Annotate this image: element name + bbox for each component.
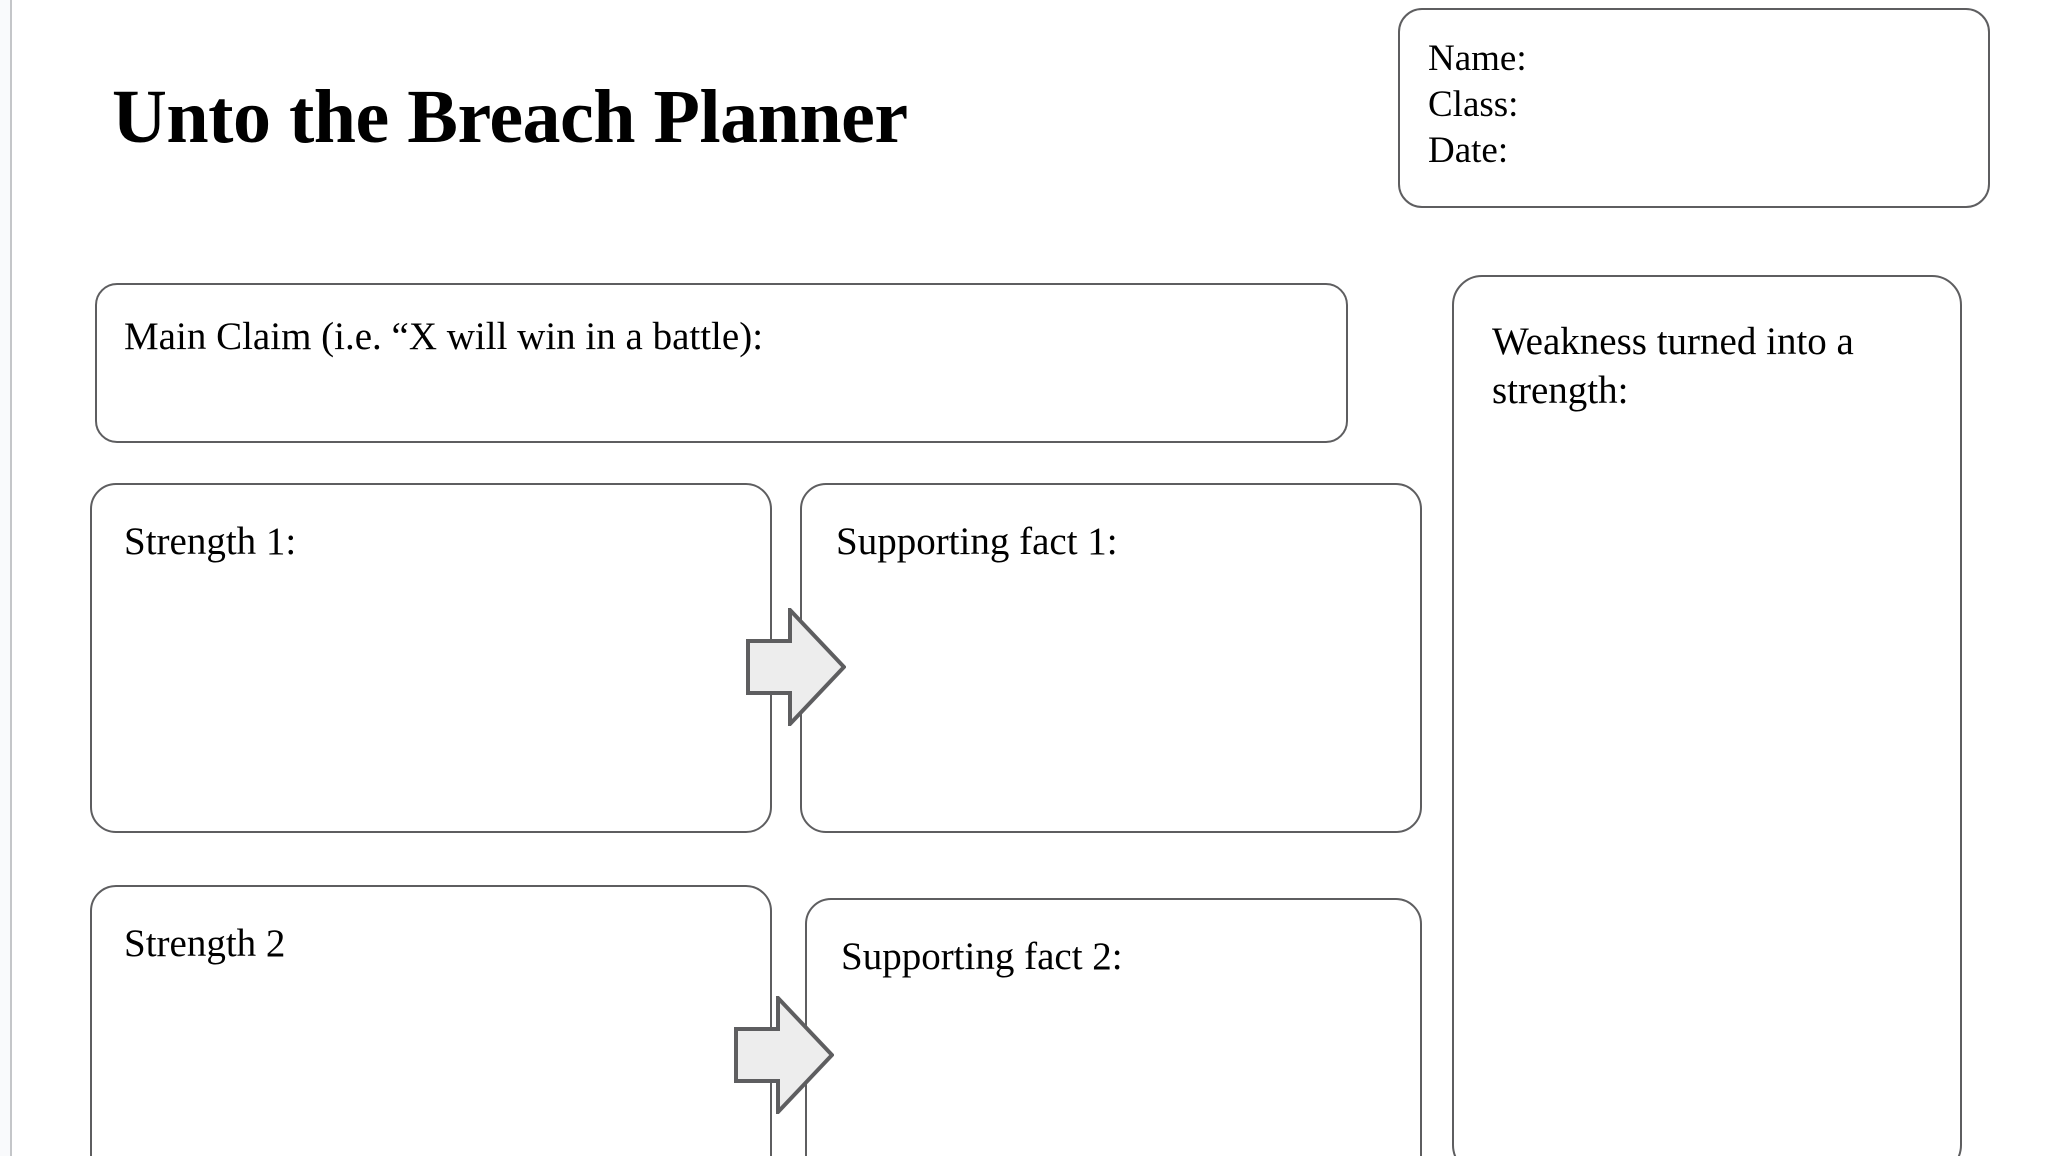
right-arrow-icon [734, 996, 834, 1114]
page-edge-rule [10, 0, 12, 1156]
strength-2-label: Strength 2 [124, 922, 286, 965]
strength-2-box[interactable]: Strength 2 [90, 885, 772, 1156]
strength-1-box[interactable]: Strength 1: [90, 483, 772, 833]
main-claim-label: Main Claim (i.e. “X will win in a battle… [124, 315, 764, 358]
page-margin-strip [0, 0, 10, 1156]
page-title: Unto the Breach Planner [112, 74, 908, 159]
strength-1-label: Strength 1: [124, 520, 297, 563]
name-class-date-labels: Name: Class: Date: [1428, 38, 1527, 171]
supporting-fact-2-box[interactable]: Supporting fact 2: [805, 898, 1422, 1156]
main-claim-box[interactable]: Main Claim (i.e. “X will win in a battle… [95, 283, 1348, 443]
right-arrow-icon [746, 608, 846, 726]
supporting-fact-1-label: Supporting fact 1: [836, 520, 1118, 563]
name-class-date-box[interactable]: Name: Class: Date: [1398, 8, 1990, 208]
weakness-turned-into-strength-label: Weakness turned into a strength: [1492, 320, 1854, 413]
supporting-fact-1-box[interactable]: Supporting fact 1: [800, 483, 1422, 833]
weakness-turned-into-strength-box[interactable]: Weakness turned into a strength: [1452, 275, 1962, 1156]
supporting-fact-2-label: Supporting fact 2: [841, 935, 1123, 978]
